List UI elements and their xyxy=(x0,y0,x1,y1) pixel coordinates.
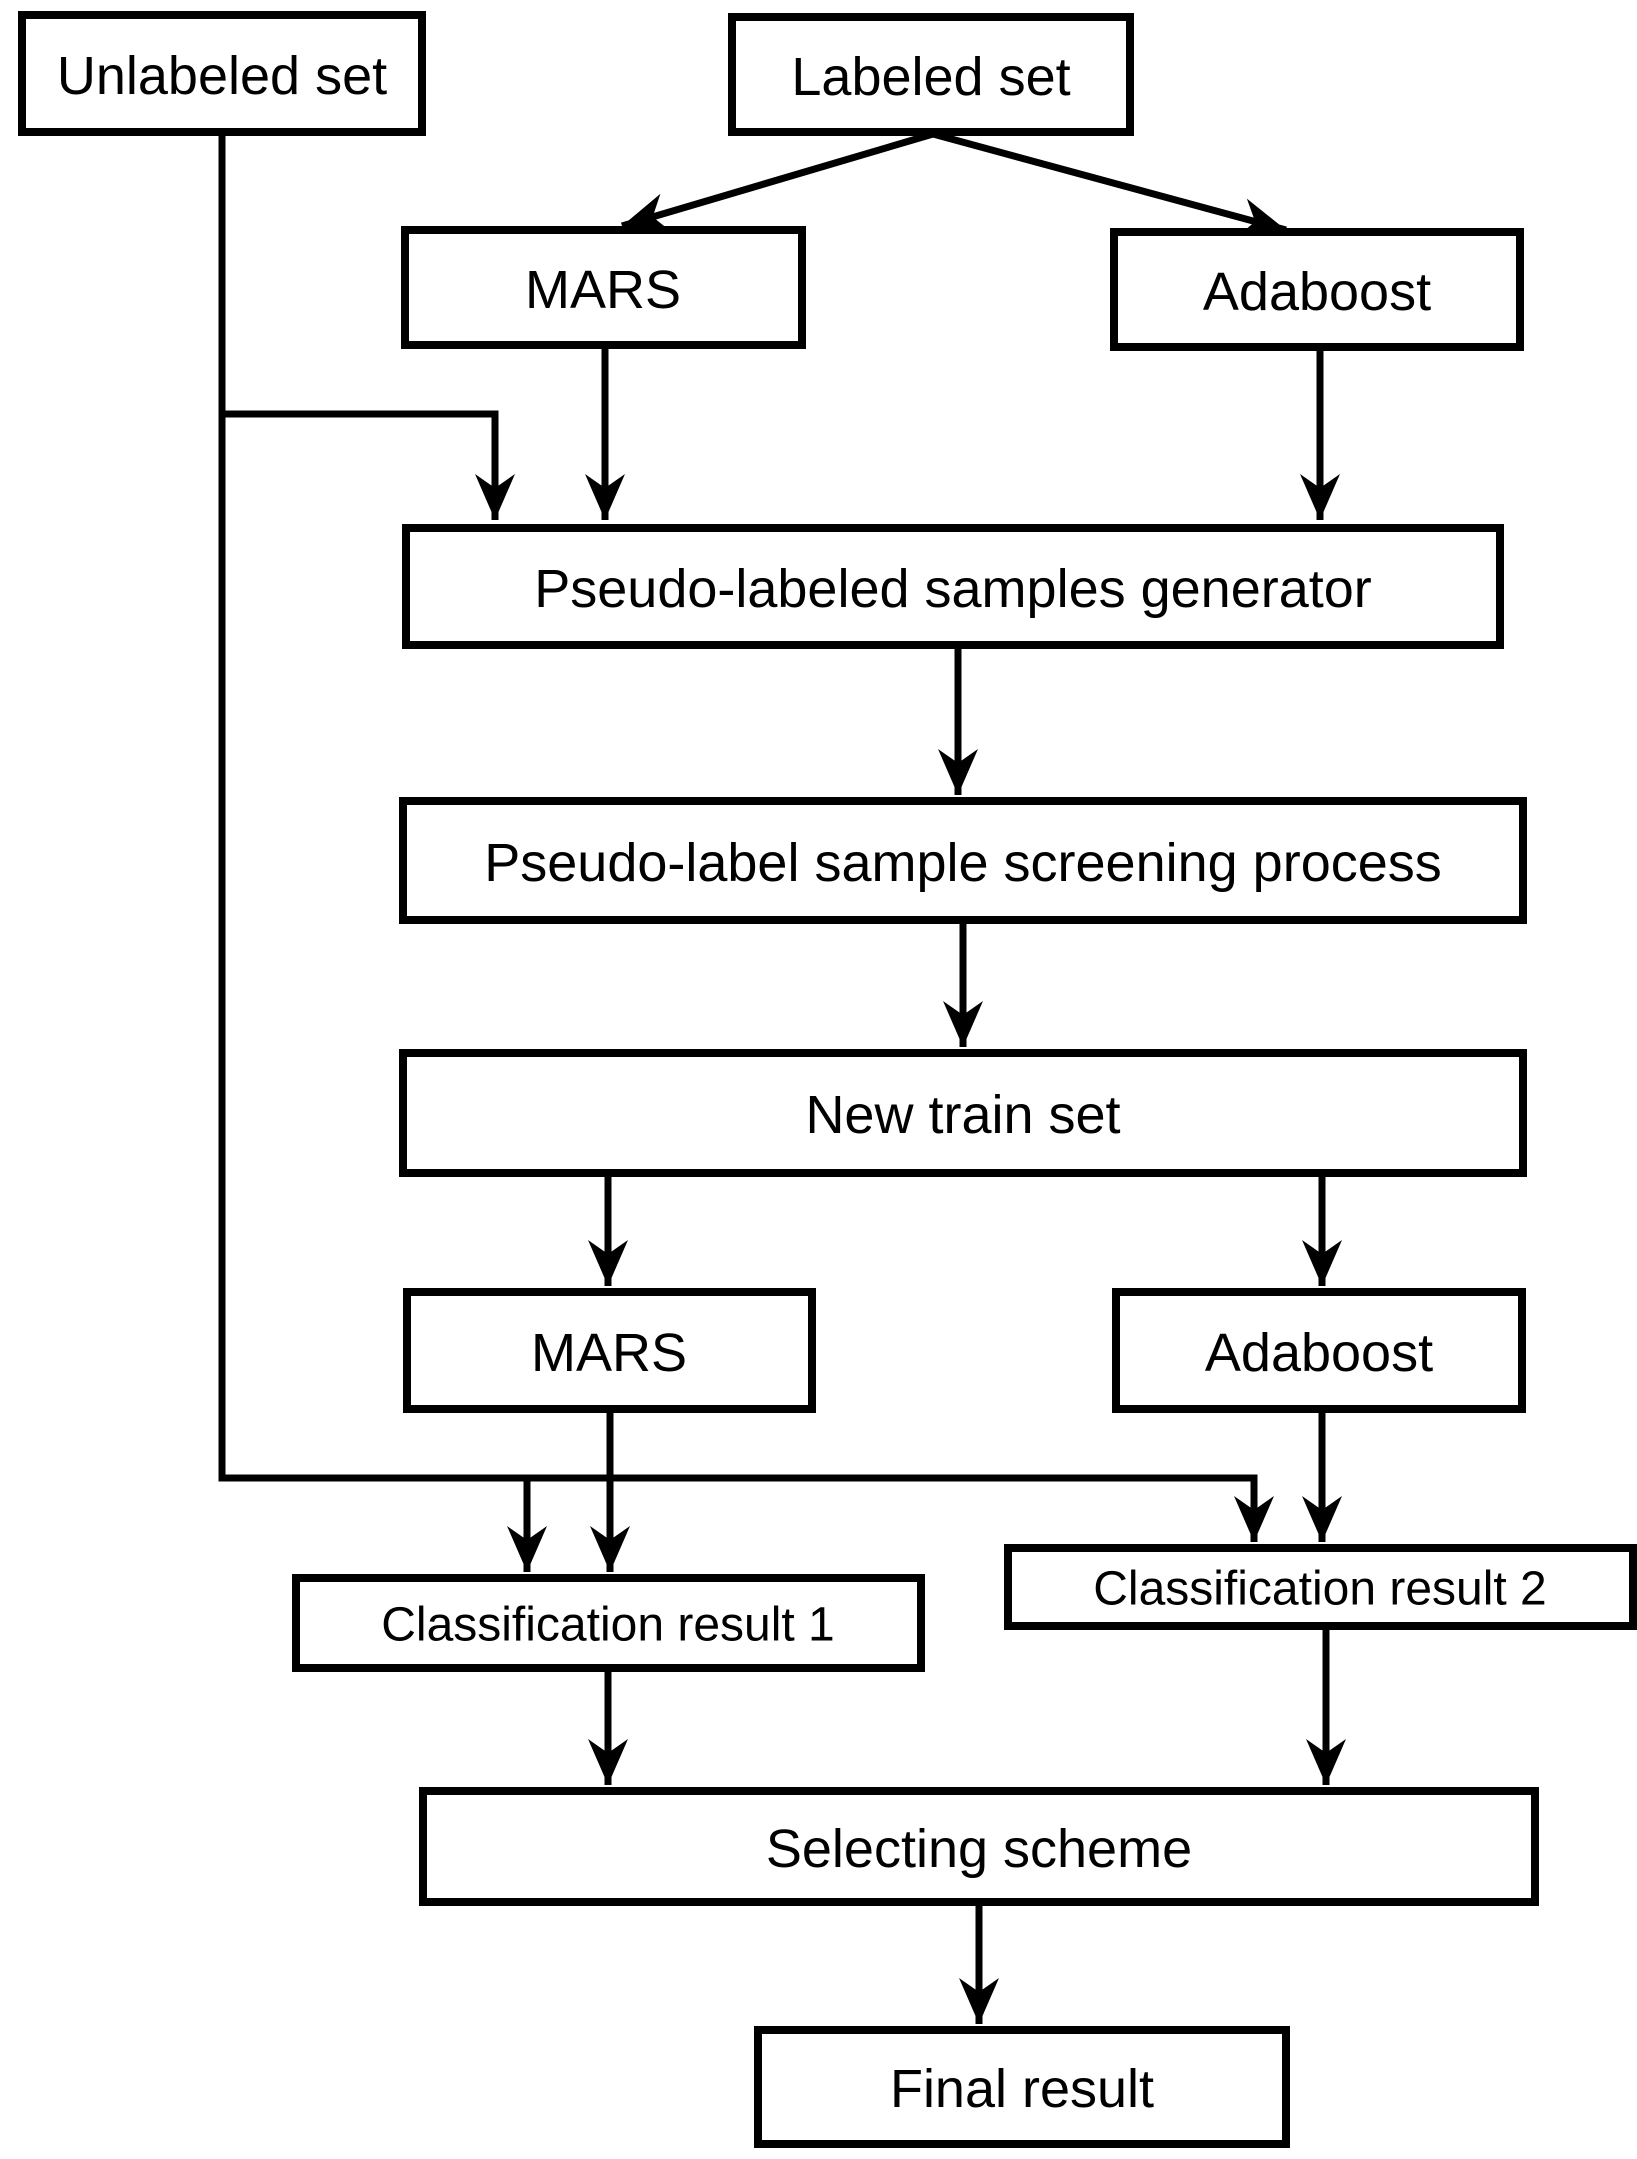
node-classification-result-1-box xyxy=(292,1574,925,1672)
node-mars-2: MARS xyxy=(403,1288,816,1413)
edge-labeled-to-mars1 xyxy=(621,130,934,233)
node-unlabeled-set: Unlabeled set xyxy=(18,11,426,136)
node-adaboost-2: Adaboost xyxy=(1112,1288,1526,1413)
node-final-result-box xyxy=(754,2026,1290,2148)
edge-unlabeled-to-classification-result-2 xyxy=(218,132,1274,1542)
edge-labeled-to-adaboost1 xyxy=(932,130,1287,238)
node-new-train-set-label: New train set xyxy=(805,1085,1120,1145)
node-mars-1-box xyxy=(401,226,806,349)
node-adaboost-2-box xyxy=(1112,1288,1526,1413)
node-screening-process-label: Pseudo-label sample screening process xyxy=(484,833,1442,893)
node-new-train-set: New train set xyxy=(399,1049,1527,1177)
node-adaboost-1: Adaboost xyxy=(1110,228,1524,351)
node-mars-2-box xyxy=(403,1288,816,1413)
node-labeled-set-box xyxy=(728,13,1134,136)
edge-unlabeled-to-generator xyxy=(222,410,515,520)
node-final-result-label: Final result xyxy=(890,2059,1154,2119)
node-final-result: Final result xyxy=(754,2026,1290,2148)
node-unlabeled-set-label: Unlabeled set xyxy=(57,46,387,106)
node-screening-process: Pseudo-label sample screening process xyxy=(399,797,1527,924)
node-labeled-set: Labeled set xyxy=(728,13,1134,136)
node-classification-result-2-box xyxy=(1004,1544,1637,1630)
node-pseudo-generator-box xyxy=(402,524,1504,649)
node-adaboost-1-box xyxy=(1110,228,1524,351)
node-selecting-scheme-label: Selecting scheme xyxy=(766,1819,1192,1879)
node-screening-process-box xyxy=(399,797,1527,924)
node-classification-result-2-label: Classification result 2 xyxy=(1093,1563,1547,1616)
node-classification-result-1-label: Classification result 1 xyxy=(381,1599,835,1652)
node-mars-1-label: MARS xyxy=(525,260,681,320)
node-labeled-set-label: Labeled set xyxy=(791,47,1070,107)
node-adaboost-2-label: Adaboost xyxy=(1205,1323,1433,1383)
node-new-train-set-box xyxy=(399,1049,1527,1177)
node-adaboost-1-label: Adaboost xyxy=(1203,262,1431,322)
node-mars-2-label: MARS xyxy=(531,1323,687,1383)
node-selecting-scheme: Selecting scheme xyxy=(419,1787,1539,1906)
node-pseudo-generator: Pseudo-labeled samples generator xyxy=(402,524,1504,649)
node-unlabeled-set-box xyxy=(18,11,426,136)
node-classification-result-1: Classification result 1 xyxy=(292,1574,925,1672)
node-selecting-scheme-box xyxy=(419,1787,1539,1906)
node-pseudo-generator-label: Pseudo-labeled samples generator xyxy=(534,559,1372,619)
node-mars-1: MARS xyxy=(401,226,806,349)
node-classification-result-2: Classification result 2 xyxy=(1004,1544,1637,1630)
